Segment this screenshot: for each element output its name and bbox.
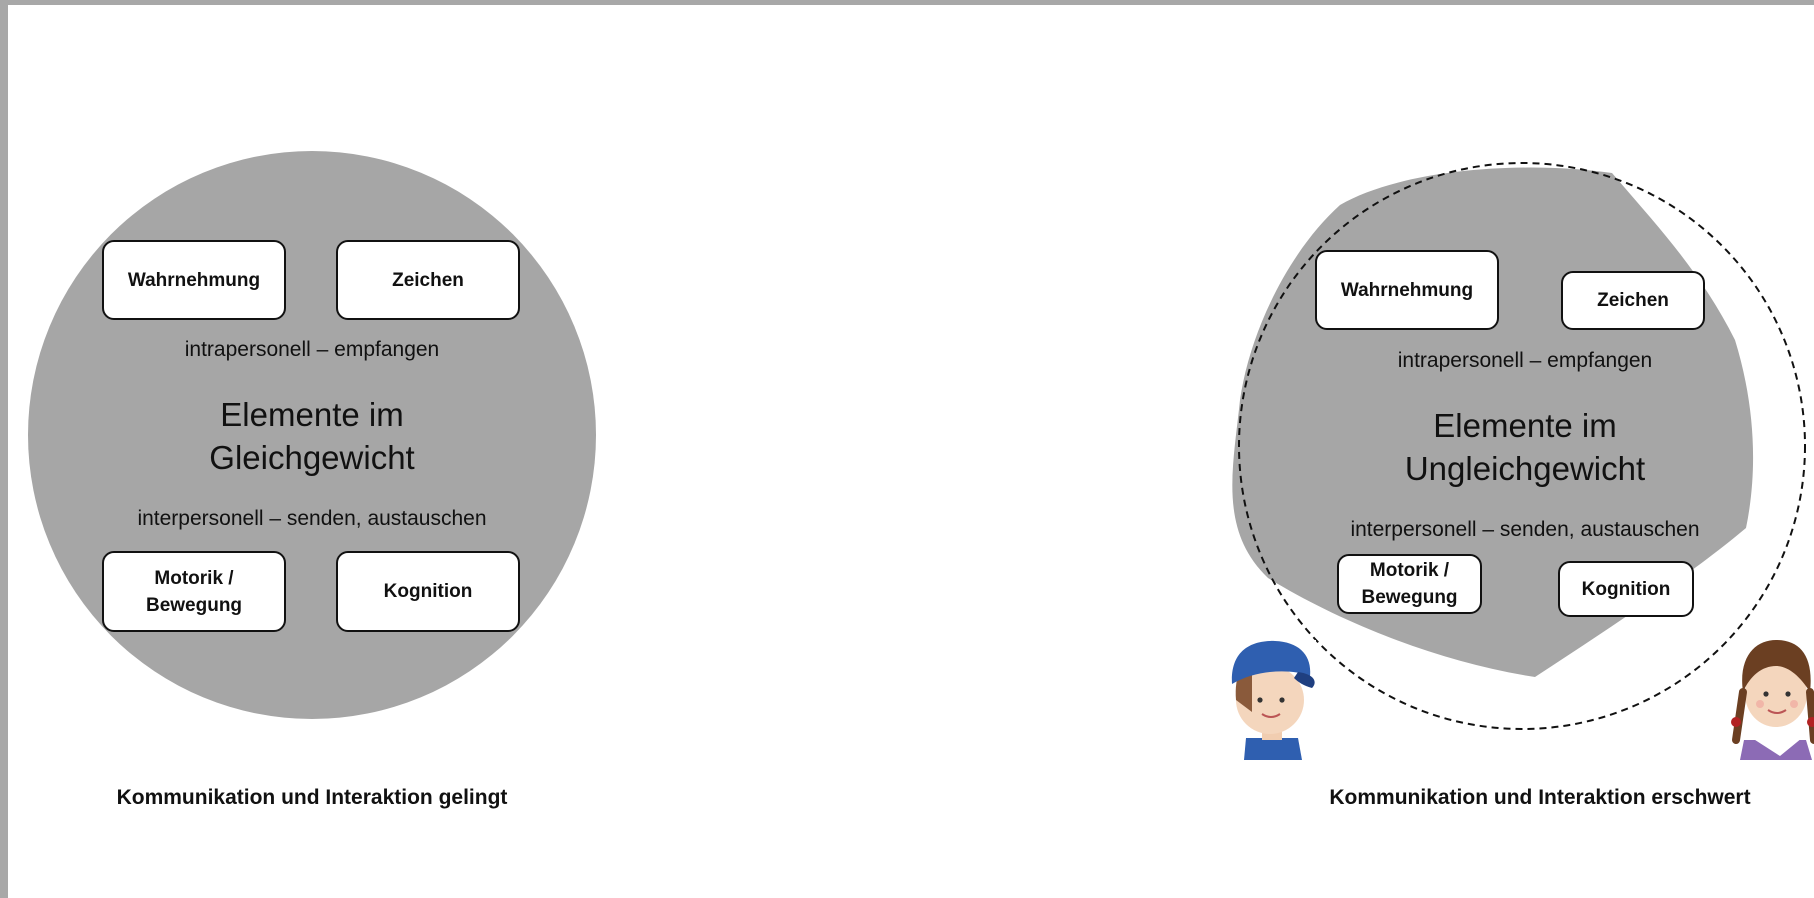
girl-icon (1728, 640, 1814, 760)
box-label: Motorik / Bewegung (1361, 557, 1457, 611)
caption-erschwert: Kommunikation und Interaktion erschwert (1300, 786, 1780, 810)
diagram-title: Elemente im Ungleichgewicht (1325, 404, 1725, 490)
boy-icon (1224, 640, 1316, 760)
box-zeichen: Zeichen (1561, 271, 1705, 330)
title-line-2: Ungleichgewicht (1325, 447, 1725, 490)
box-label-line-1: Motorik / (1370, 560, 1449, 581)
interpersonal-text: interpersonell – senden, austauschen (1290, 518, 1760, 542)
intrapersonal-text: intrapersonell – empfangen (1325, 349, 1725, 373)
title-line-1: Elemente im (1325, 404, 1725, 447)
box-motorik: Motorik / Bewegung (1337, 554, 1482, 614)
box-wahrnehmung: Wahrnehmung (1315, 250, 1499, 330)
box-label: Wahrnehmung (1341, 277, 1473, 304)
box-label-line-2: Bewegung (1361, 587, 1457, 608)
box-kognition: Kognition (1558, 561, 1694, 617)
box-label: Zeichen (1597, 287, 1669, 314)
box-label: Kognition (1582, 576, 1671, 603)
